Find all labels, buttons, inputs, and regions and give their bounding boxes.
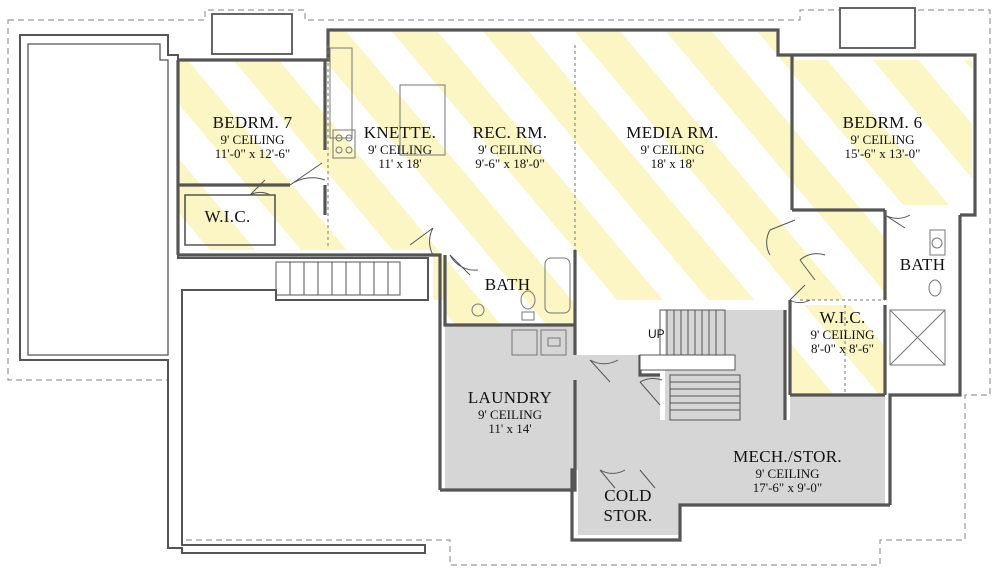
room-media-rm: MEDIA RM. 9' CEILING 18' x 18' [610,123,735,172]
room-laundry: LAUNDRY 9' CEILING 11' x 14' [450,388,570,437]
room-wic-right: W.I.C. 9' CEILING 8'-0" x 8'-6" [800,308,885,357]
room-rec-rm: REC. RM. 9' CEILING 9'-6" x 18'-0" [455,123,565,172]
room-size: 11' x 18' [378,156,422,172]
room-bath-right: BATH [890,255,955,275]
room-mech-stor: MECH./STOR. 9' CEILING 17'-6" x 9'-0" [720,447,855,496]
garage-area [19,34,429,554]
room-ceiling: 9' CEILING [477,406,543,422]
room-size: 11'-0" x 12'-6" [214,146,291,162]
window-wells [211,7,916,55]
room-size: 17'-6" x 9'-0" [752,480,823,496]
room-name: MECH./STOR. [733,447,842,466]
room-name: LAUNDRY [467,388,553,407]
room-name: BATH [899,255,946,274]
room-size: 15'-6" x 13'-0" [844,146,921,162]
room-name: W.I.C. [819,308,866,327]
room-ceiling: 9' CEILING [810,326,875,342]
room-name: MEDIA RM. [626,123,719,142]
room-wic-left: W.I.C. [190,207,265,227]
door-swings [249,162,911,489]
garage-inner-outline [27,43,169,356]
room-cold-stor: COLD STOR. [588,486,668,525]
room-ceiling: 9' CEILING [640,141,705,157]
room-size: 9'-6" x 18'-0" [475,156,545,172]
room-name: BATH [484,275,531,294]
interior-lines [327,45,946,395]
room-ceiling: 9' CEILING [850,131,915,147]
room-name: KNETTE. [363,123,437,142]
stair-up-label: UP [648,327,665,341]
finished-area [178,30,972,395]
room-bedrm7: BEDRM. 7 9' CEILING 11'-0" x 12'-6" [190,113,315,162]
room-ceiling: 9' CEILING [755,465,820,481]
room-name-line2: STOR. [603,505,653,525]
room-name: REC. RM. [472,123,548,142]
room-size: 8'-0" x 8'-6" [811,341,874,357]
room-size: 18' x 18' [650,156,695,172]
stairs-up [275,261,741,421]
room-size: 11' x 14' [488,421,532,437]
room-bedrm6: BEDRM. 6 9' CEILING 15'-6" x 13'-0" [815,113,950,162]
room-knette: KNETTE. 9' CEILING 11' x 18' [345,123,455,172]
room-name: BEDRM. 6 [842,113,923,132]
room-ceiling: 9' CEILING [477,141,543,157]
room-name: W.I.C. [204,207,251,226]
room-bath-center: BATH [475,275,540,295]
walls [176,28,977,542]
room-ceiling: 9' CEILING [220,131,285,147]
room-name: BEDRM. 7 [212,113,293,132]
room-ceiling: 9' CEILING [367,141,433,157]
room-name: COLD [604,486,652,505]
